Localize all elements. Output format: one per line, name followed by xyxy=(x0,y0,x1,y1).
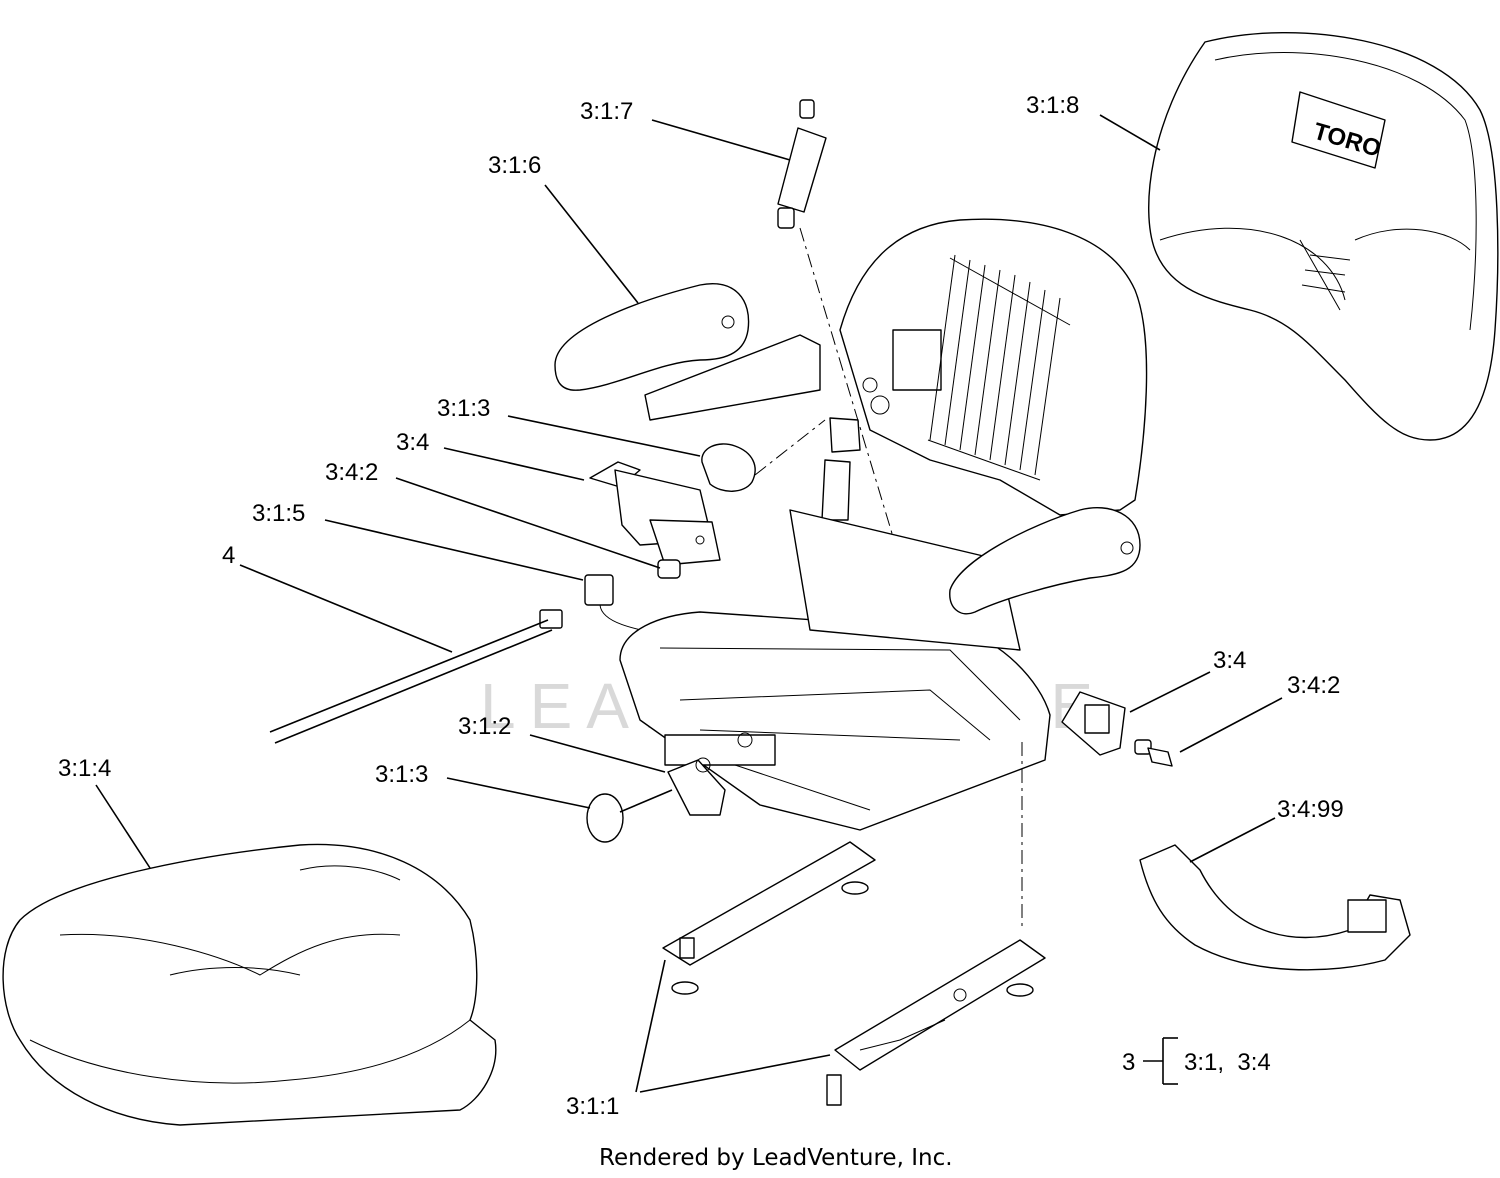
assembly-legend: 3 3:1, 3:4 xyxy=(1122,1037,1271,1085)
callout-3-1-7: 3:1:7 xyxy=(580,98,633,125)
part-knob-upper xyxy=(701,417,861,521)
callout-4: 4 xyxy=(222,542,235,569)
callout-3-1-3-upper: 3:1:3 xyxy=(437,395,490,422)
part-belt-buckle-right xyxy=(1061,691,1152,756)
part-seat-belt-strap xyxy=(1139,844,1411,971)
callout-3-1-4: 3:1:4 xyxy=(58,755,111,782)
part-wire-harness xyxy=(269,609,563,744)
part-slide-rails xyxy=(662,742,1046,1106)
part-seat-switch xyxy=(584,574,691,641)
part-seat-base xyxy=(619,509,1051,831)
callout-3-1-6: 3:1:6 xyxy=(488,152,541,179)
callout-3-4-upper: 3:4 xyxy=(396,429,429,456)
callout-3-1-3-lower: 3:1:3 xyxy=(375,761,428,788)
part-knob-lower xyxy=(586,789,673,843)
callout-3-1-2: 3:1:2 xyxy=(458,713,511,740)
legend-children: 3:1, 3:4 xyxy=(1184,1049,1271,1076)
part-back-cushion: TORO xyxy=(1148,31,1499,441)
part-seat-cushion xyxy=(2,843,497,1126)
part-bolt-right xyxy=(1147,747,1173,767)
callout-labels: 3:1:7 3:1:8 3:1:6 3:1:3 3:4 3:4:2 3:1:5 … xyxy=(58,92,1344,1120)
callout-3-4-2-right: 3:4:2 xyxy=(1287,672,1340,699)
part-armrest-left xyxy=(554,283,821,421)
callout-3-4-99: 3:4:99 xyxy=(1277,796,1344,823)
callout-3-4-right: 3:4 xyxy=(1213,647,1246,674)
callout-3-1-8: 3:1:8 xyxy=(1026,92,1079,119)
part-armrest-right xyxy=(949,506,1141,615)
part-latch-lever xyxy=(667,757,726,816)
part-belt-buckle-left xyxy=(589,461,721,579)
render-credit: Rendered by LeadVenture, Inc. xyxy=(599,1145,953,1171)
callout-3-1-5: 3:1:5 xyxy=(252,500,305,527)
callout-3-1-1: 3:1:1 xyxy=(566,1093,619,1120)
leader-lines xyxy=(95,114,1283,1093)
part-damper xyxy=(777,99,901,561)
callout-3-4-2-upper: 3:4:2 xyxy=(325,459,378,486)
legend-parent: 3 xyxy=(1122,1049,1135,1076)
part-seat-back-frame xyxy=(839,218,1148,516)
